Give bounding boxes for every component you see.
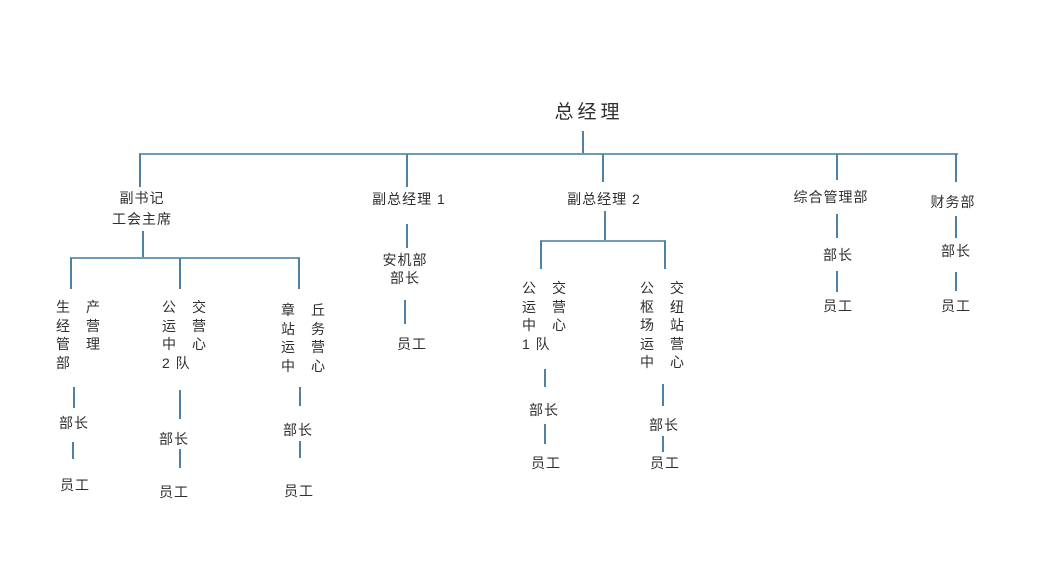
node-bus-operation-center-team-2: 公 交 运 营 中 心 2 队 — [162, 299, 207, 371]
connector-bus-team-2-staff — [179, 449, 181, 468]
connector-bus-hub-manager — [662, 384, 664, 406]
connector-bus-team-1-manager — [544, 369, 546, 387]
node-general-admin-dept: 综合管理部 — [793, 189, 869, 205]
label-bus-team-2-staff: 员工 — [159, 484, 189, 500]
connector-drop-bus-team-1 — [540, 241, 542, 269]
label-general-admin-staff: 员工 — [823, 298, 853, 314]
connector-deputy-secretary-down — [142, 231, 144, 257]
connector-bus-team-2-manager — [179, 390, 181, 419]
connector-bus-hub-staff — [662, 436, 664, 452]
connector-root-drop — [582, 131, 584, 153]
connector-main-bar — [139, 153, 958, 155]
connector-drop-deputy-secretary — [139, 154, 141, 187]
label-bus-hub-manager: 部长 — [649, 417, 679, 433]
connector-finance-staff — [955, 272, 957, 291]
label-bus-team-1-staff: 员工 — [531, 455, 561, 471]
connector-drop-vice-gm-2 — [602, 154, 604, 182]
label-zhangqiu-staff: 员工 — [284, 483, 314, 499]
connector-bus-team-1-staff — [544, 424, 546, 444]
label-general-admin-manager: 部长 — [823, 247, 853, 263]
connector-vice-gm-2-down — [604, 211, 606, 240]
node-safety-machinery-dept-manager: 安机部 部长 — [382, 252, 428, 286]
connector-drop-vice-gm-1 — [406, 154, 408, 187]
connector-drop-finance — [955, 154, 957, 182]
label-finance-staff: 员工 — [941, 298, 971, 314]
node-production-operation-management-dept: 生 产 经 营 管 理 部 — [56, 299, 101, 371]
connector-production-staff — [72, 442, 74, 459]
label-bus-team-2-manager: 部长 — [159, 431, 189, 447]
connector-deputy-secretary-bar — [70, 257, 300, 259]
connector-drop-zhangqiu-center — [298, 258, 300, 289]
connector-drop-bus-hub-center — [664, 241, 666, 269]
connector-drop-bus-team-2 — [179, 258, 181, 289]
connector-production-manager — [73, 387, 75, 408]
node-deputy-secretary-union-chairman: 副书记 工会主席 — [112, 190, 172, 227]
node-vice-general-manager-2: 副总经理 2 — [567, 191, 641, 207]
connector-zhangqiu-manager — [299, 387, 301, 406]
node-general-manager: 总经理 — [554, 102, 624, 123]
label-safety-machinery-staff: 员工 — [397, 336, 427, 352]
connector-drop-production-dept — [70, 258, 72, 289]
label-bus-team-1-manager: 部长 — [529, 402, 559, 418]
node-vice-general-manager-1: 副总经理 1 — [372, 191, 446, 207]
node-finance-dept: 财务部 — [930, 194, 976, 210]
connector-drop-general-admin — [836, 154, 838, 180]
node-bus-operation-center-team-1: 公 交 运 营 中 心 1 队 — [522, 280, 567, 352]
node-bus-hub-station-operation-center: 公 交 枢 纽 场 站 运 营 中 心 — [640, 280, 685, 370]
label-finance-manager: 部长 — [941, 243, 971, 259]
connector-vice-gm-1-down — [406, 224, 408, 248]
connector-general-admin-staff — [836, 271, 838, 292]
label-bus-hub-staff: 员工 — [650, 455, 680, 471]
node-zhangqiu-station-operation-center: 章 丘 站 务 运 营 中 心 — [281, 302, 326, 374]
connector-vice-gm-2-bar — [540, 240, 666, 242]
connector-finance-manager — [955, 216, 957, 238]
label-production-staff: 员工 — [60, 477, 90, 493]
connector-general-admin-manager — [836, 214, 838, 238]
label-production-manager: 部长 — [59, 415, 89, 431]
label-zhangqiu-manager: 部长 — [283, 422, 313, 438]
connector-anji-staff — [404, 300, 406, 324]
connector-zhangqiu-staff — [299, 441, 301, 458]
